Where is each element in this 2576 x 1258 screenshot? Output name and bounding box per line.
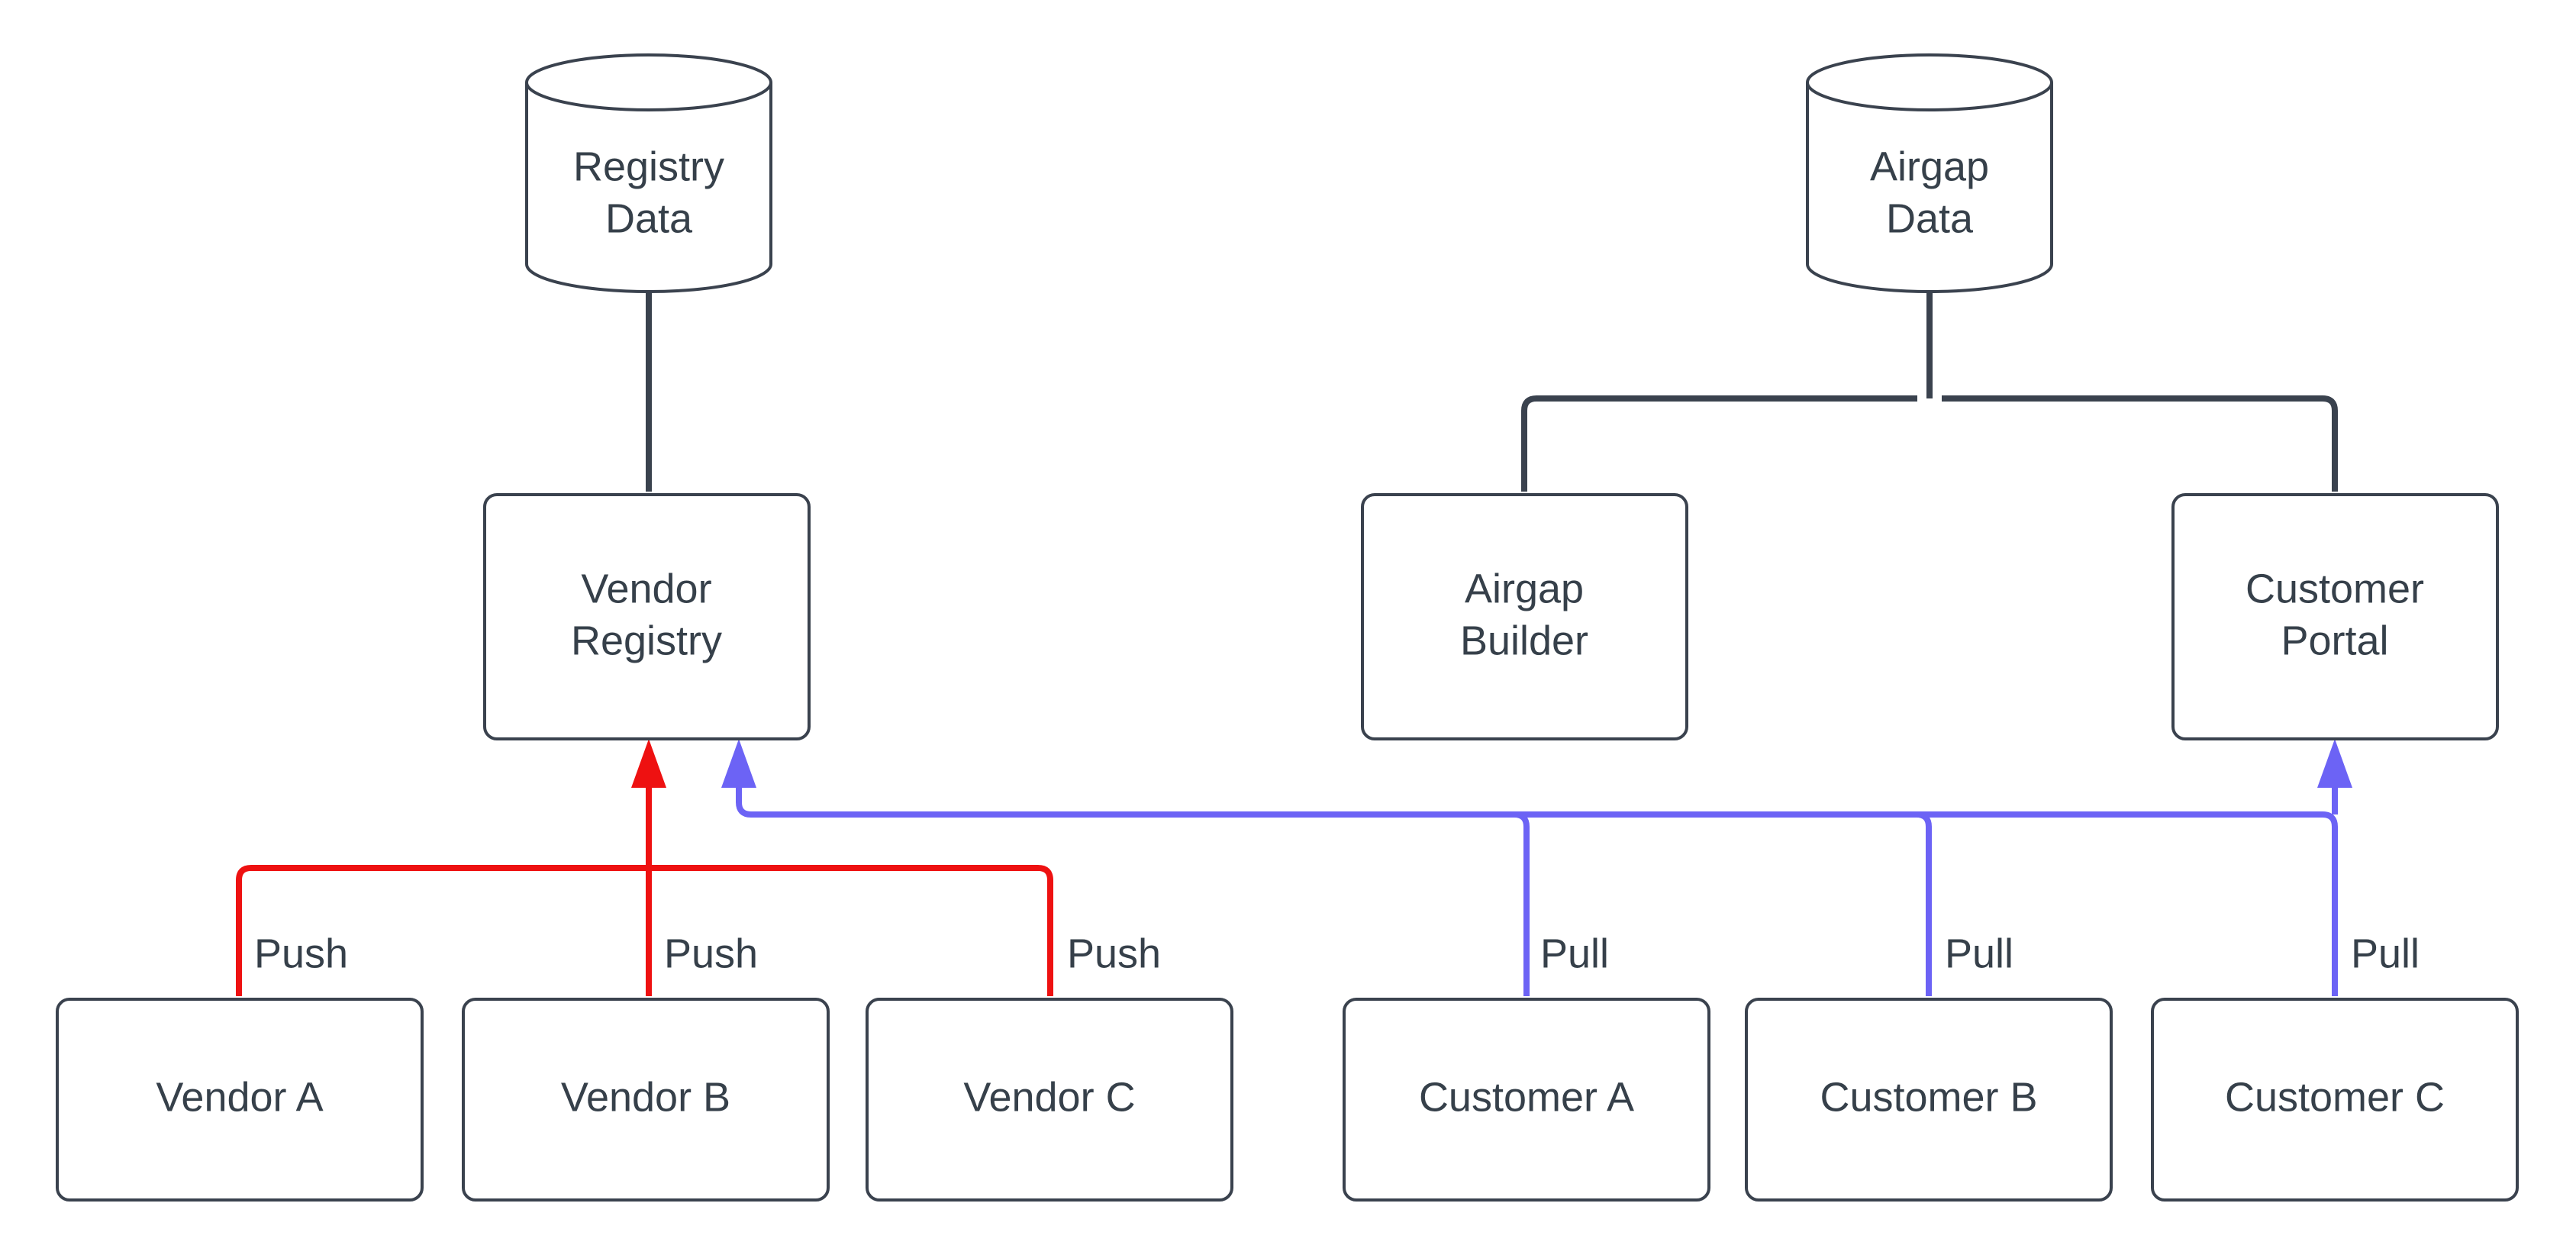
link-vendor-a-push (236, 865, 649, 996)
node-label: Vendor B (561, 1074, 730, 1120)
node-label-line2: Registry (571, 618, 722, 663)
node-label-line2: Builder (1460, 618, 1588, 663)
node-box (866, 998, 1233, 1202)
link-line (649, 865, 1053, 996)
edge-label-push-vendor-a: Push (254, 931, 348, 976)
cylinder-top (1806, 53, 2053, 111)
node-airgap-builder[interactable]: Airgap Builder (1361, 493, 1688, 740)
edge-label-push-vendor-b: Push (664, 931, 758, 976)
edge-label-push-vendor-c: Push (1067, 931, 1161, 976)
node-label: Customer B (1820, 1074, 2037, 1120)
link-line (751, 811, 1932, 996)
node-label-line1: Airgap (1870, 144, 1989, 189)
cylinder-top (525, 53, 772, 111)
arrowhead-up-icon (631, 739, 666, 788)
link-customer-c-pull (1527, 739, 2352, 996)
link-airgap-builder-to-airgap-data (1521, 395, 1917, 492)
node-label-line1: Vendor (581, 566, 711, 611)
node-vendor-registry[interactable]: Vendor Registry (483, 493, 811, 740)
link-customer-b-pull (751, 811, 1932, 996)
node-customer-a[interactable]: Customer A (1343, 998, 1710, 1202)
cylinder-body (525, 82, 772, 293)
link-customer-portal-to-airgap-data (1942, 395, 2338, 492)
node-label-line2: Data (605, 195, 693, 241)
link-line (1942, 395, 2338, 492)
node-label-line2: Portal (2281, 618, 2388, 663)
node-airgap-data[interactable]: Airgap Data (1806, 53, 2053, 293)
node-box (462, 998, 830, 1202)
node-box (56, 998, 424, 1202)
node-label-line2: Data (1886, 195, 1974, 241)
node-box (1343, 998, 1710, 1202)
node-label-line1: Registry (573, 144, 724, 189)
node-vendor-c[interactable]: Vendor C (866, 998, 1233, 1202)
link-line (736, 780, 752, 818)
node-label: Customer A (1419, 1074, 1634, 1120)
cylinder-body (1806, 82, 2053, 293)
link-pull-trunk-to-vendor-registry (721, 739, 756, 818)
node-vendor-b[interactable]: Vendor B (462, 998, 830, 1202)
node-box (1361, 493, 1688, 740)
node-box (2151, 998, 2519, 1202)
link-line (1941, 811, 2338, 996)
edge-label-pull-customer-c: Pull (2351, 931, 2420, 976)
link-push-trunk-to-vendor-registry (631, 739, 666, 868)
node-box (483, 493, 811, 740)
arrowhead-up-icon (2317, 739, 2352, 788)
node-label: Vendor A (156, 1074, 323, 1120)
edge-label-pull-customer-a: Pull (1540, 931, 1609, 976)
edge-label-pull-customer-b: Pull (1945, 931, 2013, 976)
link-line (236, 865, 649, 996)
node-registry-data[interactable]: Registry Data (525, 53, 772, 293)
link-line (1521, 395, 1917, 492)
node-label: Customer C (2225, 1074, 2445, 1120)
node-label-line1: Airgap (1465, 566, 1584, 611)
node-box (1745, 998, 2113, 1202)
node-label-line1: Customer (2246, 566, 2424, 611)
node-customer-c[interactable]: Customer C (2151, 998, 2519, 1202)
arrowhead-up-icon (721, 739, 756, 788)
node-vendor-a[interactable]: Vendor A (56, 998, 424, 1202)
link-vendor-c-push (649, 865, 1053, 996)
node-label: Vendor C (963, 1074, 1135, 1120)
node-box (2171, 493, 2499, 740)
node-customer-portal[interactable]: Customer Portal (2171, 493, 2499, 740)
node-customer-b[interactable]: Customer B (1745, 998, 2113, 1202)
